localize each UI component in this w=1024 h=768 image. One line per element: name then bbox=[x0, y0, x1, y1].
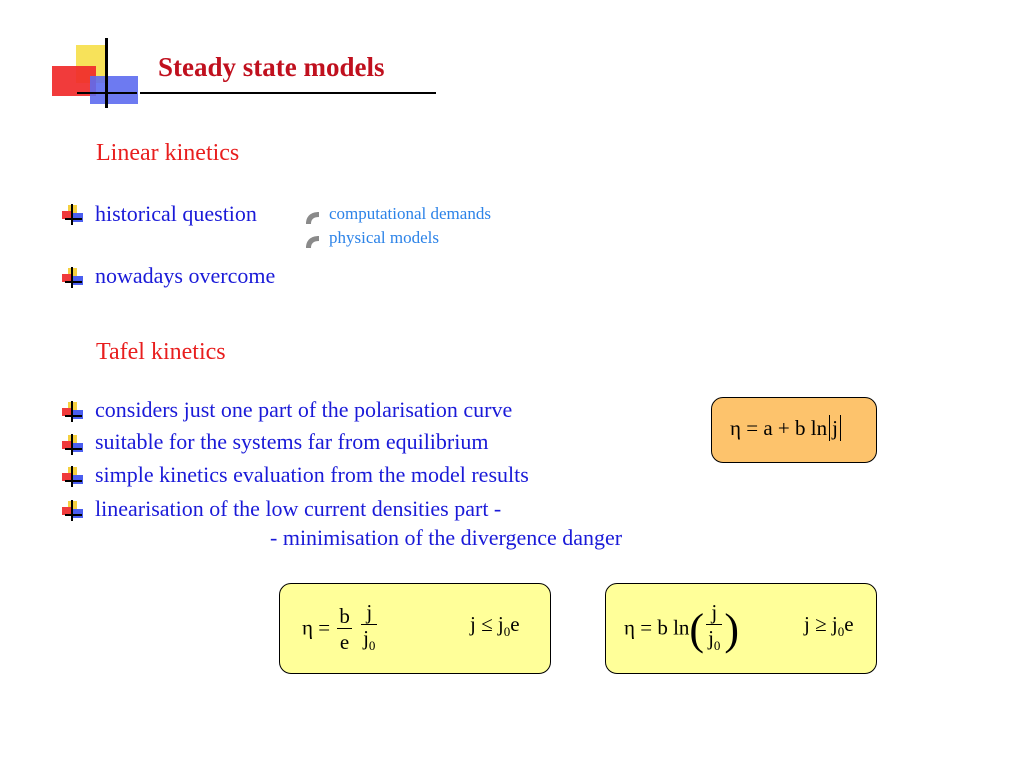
linear-kinetics-heading: Linear kinetics bbox=[96, 140, 240, 166]
bullet-historical-question: historical question bbox=[95, 201, 257, 226]
abs-j: j bbox=[829, 415, 841, 441]
bullet-kinetics-evaluation: simple kinetics evaluation from the mode… bbox=[95, 462, 529, 487]
bullet-nowadays-overcome: nowadays overcome bbox=[95, 263, 276, 288]
bullet-linearisation: linearisation of the low current densiti… bbox=[95, 496, 502, 521]
slide-title: Steady state models bbox=[158, 52, 385, 82]
sub-item-physical-models: physical models bbox=[329, 228, 440, 247]
bullet-polarisation-curve: considers just one part of the polarisat… bbox=[95, 397, 513, 422]
low-current-condition: j ≤ j0e bbox=[470, 612, 520, 640]
bullet-icon bbox=[60, 267, 84, 289]
bullet-continuation: - minimisation of the divergence danger bbox=[270, 525, 623, 550]
tafel-kinetics-heading: Tafel kinetics bbox=[96, 339, 226, 365]
logo-icon bbox=[50, 38, 142, 110]
sub-item-computational-demands: computational demands bbox=[329, 204, 491, 223]
curl-bullet-icon bbox=[306, 212, 319, 224]
bullet-far-from-equilibrium: suitable for the systems far from equili… bbox=[95, 429, 489, 454]
high-current-condition: j ≥ j0e bbox=[804, 612, 854, 640]
bullet-icon bbox=[60, 401, 84, 423]
title-underline bbox=[140, 92, 436, 94]
bullet-icon bbox=[60, 466, 84, 488]
bullet-icon bbox=[60, 204, 84, 226]
curl-bullet-icon bbox=[306, 236, 319, 248]
bullet-icon bbox=[60, 434, 84, 456]
bullet-icon bbox=[60, 500, 84, 522]
